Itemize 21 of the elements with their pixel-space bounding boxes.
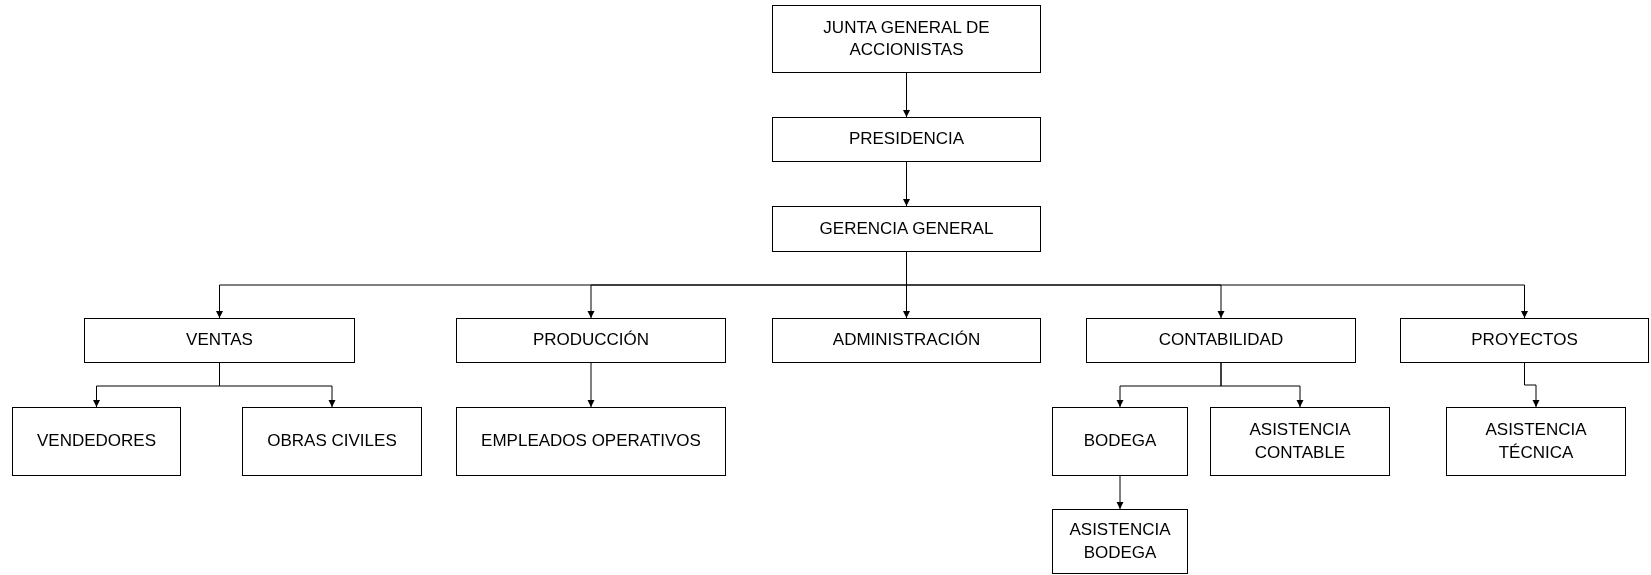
org-unit-box: VENDEDORES [12, 407, 181, 476]
connector-arrow [1220, 362, 1304, 408]
org-unit-box: BODEGA [1052, 407, 1188, 476]
connector-arrow [903, 72, 910, 118]
connector-arrow [903, 161, 910, 207]
org-unit-box: PRODUCCIÓN [456, 318, 726, 363]
connector-arrow [1116, 475, 1124, 510]
org-unit-box: ASISTENCIA BODEGA [1052, 509, 1188, 574]
org-unit-box: JUNTA GENERAL DE ACCIONISTAS [772, 5, 1041, 73]
org-unit-box: VENTAS [84, 318, 355, 363]
org-unit-box: ASISTENCIA CONTABLE [1210, 407, 1390, 476]
org-unit-box: PROYECTOS [1400, 318, 1649, 363]
connector-arrow [1524, 362, 1540, 408]
org-unit-box: OBRAS CIVILES [242, 407, 422, 476]
org-unit-box: CONTABILIDAD [1086, 318, 1356, 363]
org-unit-box: PRESIDENCIA [772, 117, 1041, 162]
connector-arrow [587, 362, 595, 408]
org-unit-box: GERENCIA GENERAL [772, 206, 1041, 252]
org-unit-box: EMPLEADOS OPERATIVOS [456, 407, 726, 476]
org-unit-box: ADMINISTRACIÓN [772, 318, 1041, 363]
org-unit-box: ASISTENCIA TÉCNICA [1446, 407, 1626, 476]
